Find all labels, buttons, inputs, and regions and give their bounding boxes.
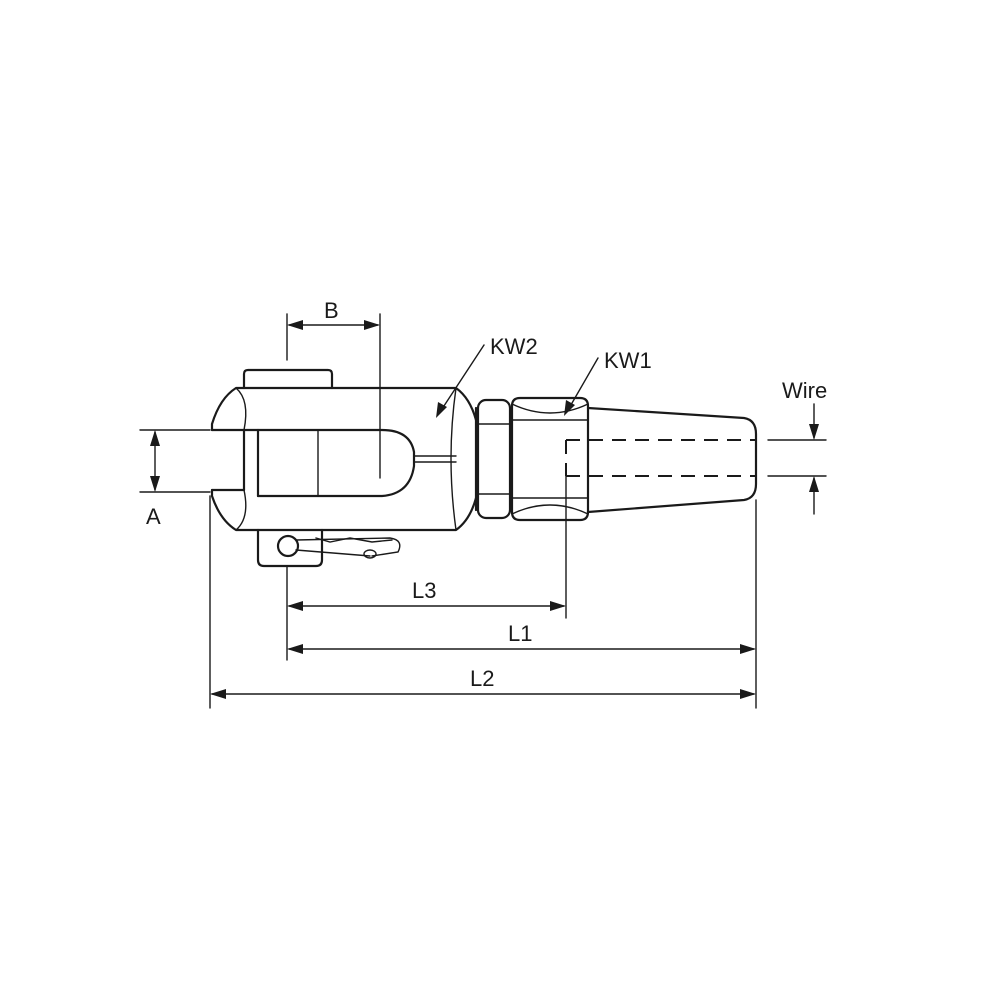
dimension-l2-label: L2 (470, 666, 494, 691)
dimension-b: B (286, 298, 381, 479)
cotter-pin (256, 528, 401, 568)
dimension-l2: L2 (210, 666, 756, 699)
dimension-a: A (139, 429, 211, 529)
lock-nut (476, 398, 512, 520)
wire-bore (565, 439, 756, 477)
kw2-callout: KW2 (436, 334, 538, 418)
kw1-callout: KW1 (564, 348, 652, 416)
dimension-wire: Wire (767, 378, 827, 515)
extension-lines (209, 475, 757, 709)
fork-body (210, 386, 478, 532)
wire-label: Wire (782, 378, 827, 403)
hex-socket (510, 396, 590, 522)
dimension-b-label: B (324, 298, 339, 323)
dimension-l1: L1 (287, 621, 756, 654)
dimension-a-label: A (146, 504, 161, 529)
tapered-sleeve (586, 406, 758, 514)
kw2-label: KW2 (490, 334, 538, 359)
dimension-l3-label: L3 (412, 578, 436, 603)
dimension-l3: L3 (287, 578, 566, 611)
dimension-l1-label: L1 (508, 621, 532, 646)
kw1-label: KW1 (604, 348, 652, 373)
pin-head (242, 368, 334, 390)
